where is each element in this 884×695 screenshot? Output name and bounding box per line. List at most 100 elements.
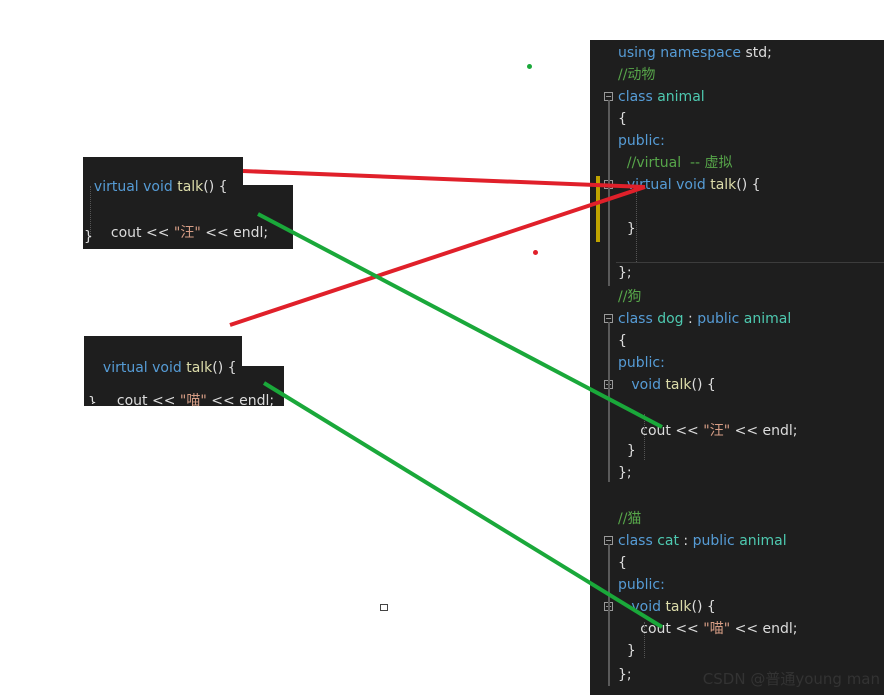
code-token: } — [618, 443, 636, 459]
code-line: }; — [618, 464, 632, 482]
code-token: //virtual -- 虚拟 — [618, 155, 733, 171]
code-token: talk — [710, 177, 737, 193]
snippet-dog-body — [83, 185, 293, 249]
code-token: animal — [739, 533, 787, 549]
code-token: { — [618, 333, 627, 349]
code-token: << endl; — [730, 423, 798, 439]
snippet-cat-talk — [84, 336, 242, 366]
snippet-dog-string: "汪" — [173, 225, 201, 241]
indent-guide — [644, 414, 645, 460]
snippet-cat-line3: } — [88, 395, 97, 404]
code-token: "汪" — [703, 423, 731, 439]
green-arrow-dog — [257, 212, 663, 429]
code-token: () { — [736, 177, 761, 193]
code-line: //狗 — [618, 288, 641, 306]
separator-line — [616, 262, 884, 263]
snippet-cat-keyword: virtual void — [102, 360, 187, 376]
code-token: public: — [618, 355, 665, 371]
snippet-cat-function: talk — [186, 360, 213, 376]
code-token: cout << — [618, 621, 704, 637]
code-line: { — [618, 110, 627, 128]
code-token: dog — [657, 311, 684, 327]
indent-guide — [636, 192, 637, 262]
code-line: cout << "喵" << endl; — [618, 620, 797, 638]
snippet-dog-line1: virtual void talk() { — [85, 160, 228, 196]
small-marker-box — [380, 604, 388, 611]
change-marker — [596, 176, 600, 242]
code-line: //virtual -- 虚拟 — [618, 154, 733, 172]
code-line: class dog : public animal — [618, 310, 791, 328]
code-token: { — [618, 555, 627, 571]
code-line: cout << "汪" << endl; — [618, 422, 797, 440]
snippet-cat-body — [84, 366, 284, 406]
red-dot — [533, 250, 538, 255]
code-token: void — [618, 377, 666, 393]
snippet-dog-endl: << endl; — [200, 225, 269, 241]
code-line: } — [618, 642, 636, 660]
code-token: //狗 — [618, 289, 642, 305]
snippet-dog-keyword: virtual void — [93, 179, 178, 195]
code-line: //猫 — [618, 510, 641, 528]
code-token: } — [618, 643, 636, 659]
code-token: //猫 — [618, 511, 642, 527]
snippet-cat-line2: cout << "喵" << endl; — [108, 374, 274, 410]
snippet-cat-endl: << endl; — [206, 393, 275, 409]
code-token: { — [618, 111, 627, 127]
code-line: { — [618, 332, 627, 350]
code-line: }; — [618, 666, 632, 684]
code-token: public — [692, 533, 740, 549]
code-token: std; — [745, 45, 772, 61]
code-token: public: — [618, 133, 665, 149]
watermark: CSDN @普通young man — [702, 670, 880, 688]
code-token: cat — [657, 533, 679, 549]
code-line: public: — [618, 132, 665, 150]
code-line: using namespace std; — [618, 44, 772, 62]
code-line: } — [618, 442, 636, 460]
scope-bar — [608, 322, 610, 482]
snippet-dog-guide — [90, 186, 91, 238]
code-line: void talk() { — [618, 376, 715, 394]
snippet-dog-line3: } — [84, 229, 93, 245]
green-arrow-cat — [262, 381, 664, 629]
code-editor-panel: using namespace std; //动物 class animal { pub… — [590, 40, 884, 695]
code-line: virtual void talk() { — [618, 176, 761, 194]
code-token: << endl; — [730, 621, 798, 637]
code-token: : — [678, 533, 693, 549]
code-token: class — [618, 533, 658, 549]
code-token: }; — [618, 265, 632, 281]
code-token: }; — [618, 667, 632, 683]
code-token: talk — [665, 599, 692, 615]
indent-guide — [644, 622, 645, 658]
snippet-cat-line1: virtual void talk() { — [94, 341, 237, 377]
code-line: class cat : public animal — [618, 532, 787, 550]
snippet-dog-cout: cout << — [110, 225, 174, 241]
code-line: //动物 — [618, 66, 655, 84]
code-line: public: — [618, 576, 665, 594]
snippet-dog-rest: () { — [203, 179, 228, 195]
snippet-cat-cout: cout << — [116, 393, 180, 409]
snippet-cat-rest: () { — [212, 360, 237, 376]
code-token: animal — [657, 89, 705, 105]
code-token: public: — [618, 577, 665, 593]
green-dot — [527, 64, 532, 69]
scope-bar — [608, 544, 610, 686]
red-arrow-dog-to-base — [242, 169, 646, 189]
code-token: : — [683, 311, 698, 327]
code-token: class — [618, 311, 658, 327]
code-token: talk — [665, 377, 692, 393]
scope-bar — [608, 100, 610, 286]
code-token: }; — [618, 465, 632, 481]
code-token: //动物 — [618, 67, 656, 83]
code-token: class — [618, 89, 658, 105]
code-token: animal — [743, 311, 792, 327]
code-line: class animal — [618, 88, 705, 106]
code-line: }; — [618, 264, 632, 282]
snippet-dog-talk — [83, 157, 243, 185]
snippet-dog-line2: cout << "汪" << endl; — [102, 206, 268, 242]
code-token: public — [697, 311, 744, 327]
code-token: using namespace — [618, 45, 746, 61]
snippet-cat-string: "喵" — [179, 393, 207, 409]
snippet-dog-function: talk — [177, 179, 204, 195]
code-token: () { — [691, 599, 716, 615]
